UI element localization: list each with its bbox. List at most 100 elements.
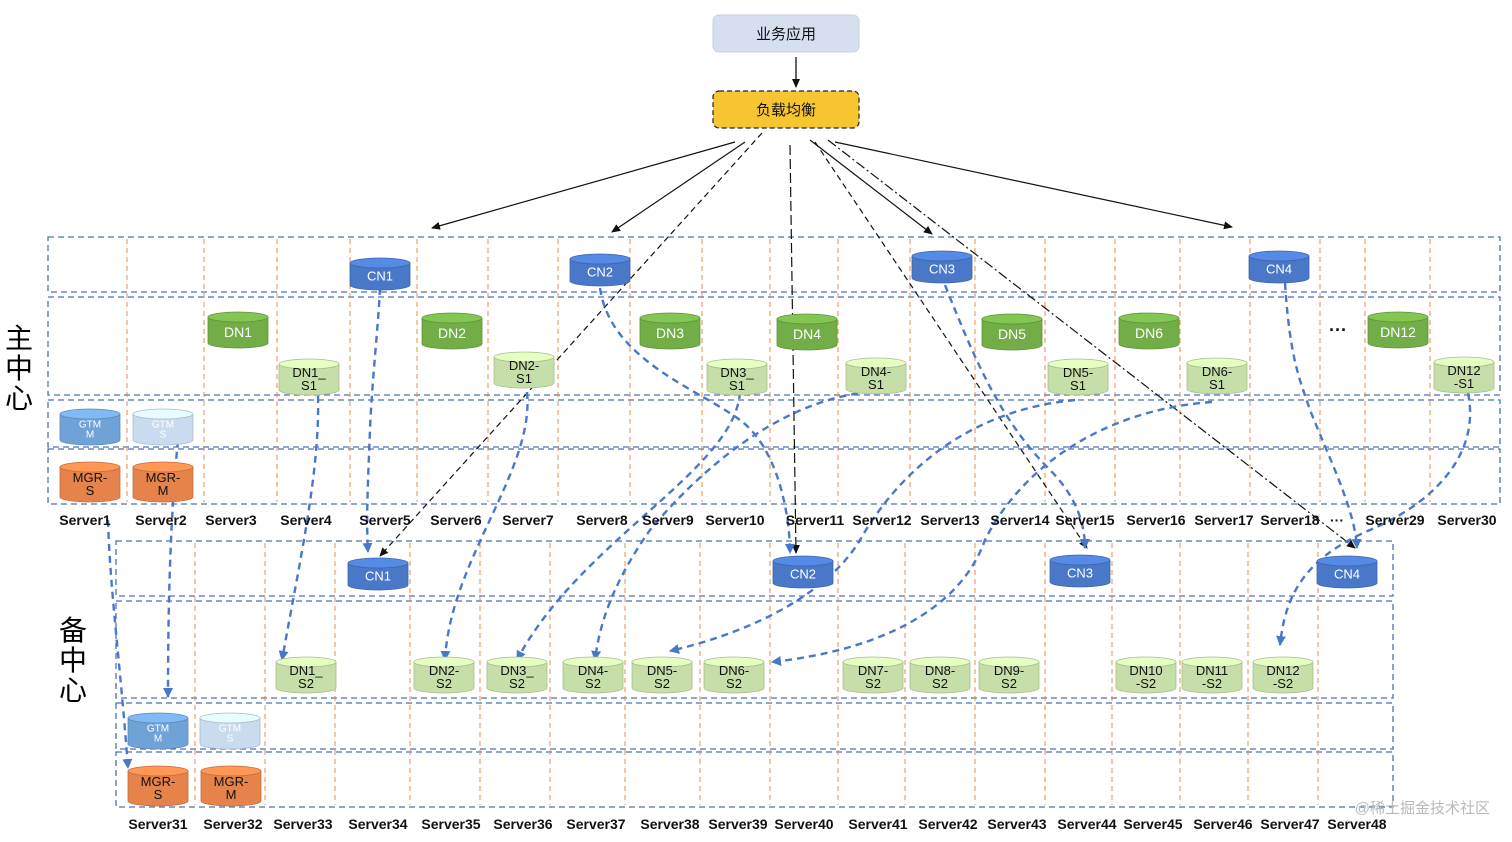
backup-server-label-11: Server41 — [848, 816, 907, 832]
backup-server-label-3: Server33 — [273, 816, 332, 832]
main-cn-2-top — [569, 253, 631, 265]
lb-arrow-3 — [379, 132, 763, 557]
backup-cn-3-top — [1049, 554, 1111, 566]
main-dn-1-label: DN1 — [224, 324, 252, 340]
main-dn-1-top — [207, 311, 269, 323]
backup-server-label-7: Server37 — [566, 816, 625, 832]
main-dn-s1-6-top — [1186, 357, 1248, 369]
load-balancer-label: 负载均衡 — [756, 102, 816, 119]
main-cn-1: CN1 — [349, 257, 411, 291]
main-server-label-17: Server17 — [1194, 512, 1253, 528]
backup-server-label-13: Server43 — [987, 816, 1046, 832]
main-mgr-s-top — [59, 461, 121, 473]
main-dn-3: DN3 — [639, 312, 701, 350]
backup-mgr-zone — [115, 751, 1394, 808]
main-server-label-21: Server30 — [1437, 512, 1496, 528]
replication-curve-6 — [591, 390, 871, 661]
backup-server-label-1: Server31 — [128, 816, 187, 832]
main-dn-3-top — [639, 312, 701, 324]
backup-dn-s2-7-label: DN7-S2 — [858, 663, 888, 691]
backup-dn-s2-5-label: DN5-S2 — [647, 663, 677, 691]
backup-server-label-5: Server35 — [421, 816, 480, 832]
watermark: @稀土掘金技术社区 — [1355, 800, 1490, 817]
main-dn-7-top — [1367, 311, 1429, 323]
backup-dn-s2-8-label: DN8-S2 — [925, 663, 955, 691]
backup-dn-s2-10: DN10-S2 — [1115, 656, 1177, 694]
main-server-label-14: Server14 — [990, 512, 1049, 528]
main-dn-s1-6-label: DN6-S1 — [1202, 364, 1232, 392]
backup-dn-s2-3-top — [486, 656, 548, 668]
main-dn-5-top — [981, 313, 1043, 325]
main-dn-s1-2-top — [493, 351, 555, 363]
main-dn-4: DN4 — [776, 313, 838, 351]
backup-server-label-18: Server48 — [1327, 816, 1386, 832]
replication-curve-2 — [278, 395, 320, 661]
main-server-label-2: Server2 — [135, 512, 187, 528]
backup-server-label-4: Server34 — [348, 816, 407, 832]
backup-dn-s2-1: DN1_S2 — [275, 656, 337, 694]
main-dn-2: DN2 — [421, 312, 483, 350]
replication-curve-3 — [440, 391, 529, 661]
backup-server-label-17: Server47 — [1260, 816, 1319, 832]
replication-curve-11 — [1276, 392, 1472, 646]
main-server-label-10: Server10 — [705, 512, 764, 528]
backup-dn-s2-12-label: DN12-S2 — [1266, 663, 1299, 691]
business-app-label: 业务应用 — [756, 25, 816, 43]
main-server-label-20: Server29 — [1365, 512, 1424, 528]
backup-dn-s2-10-label: DN10-S2 — [1129, 663, 1162, 691]
main-dn-7: DN12 — [1367, 311, 1429, 349]
main-dn-2-label: DN2 — [438, 325, 466, 341]
backup-cn-2-top — [772, 555, 834, 567]
main-server-label-4: Server4 — [280, 512, 332, 528]
backup-mgr-s-label: MGR-S — [141, 774, 176, 802]
main-server-label-5: Server5 — [359, 512, 411, 528]
main-server-label-6: Server6 — [430, 512, 482, 528]
backup-dn-s2-4-label: DN4-S2 — [578, 663, 608, 691]
backup-dn-s2-9-top — [978, 656, 1040, 668]
main-cn-4-top — [1248, 250, 1310, 262]
main-mgr-s: MGR-S — [59, 461, 121, 503]
main-cn-4-label: CN4 — [1266, 262, 1292, 277]
replication-curve-8 — [669, 398, 1076, 654]
main-dn-7-label: DN12 — [1380, 324, 1416, 340]
backup-server-label-2: Server32 — [203, 816, 262, 832]
main-dn-6-top — [1118, 312, 1180, 324]
main-gtm-s-top — [132, 408, 194, 420]
main-cn-3: CN3 — [911, 250, 973, 284]
main-dn-s1-4-label: DN4-S1 — [861, 364, 891, 392]
backup-cn-3: CN3 — [1049, 554, 1111, 588]
main-mgr-s-label: MGR-S — [73, 470, 108, 498]
backup-server-label-12: Server42 — [918, 816, 977, 832]
main-dn-5-label: DN5 — [998, 326, 1026, 342]
backup-cn-1-label: CN1 — [365, 569, 391, 584]
backup-dn-s2-12: DN12-S2 — [1252, 656, 1314, 694]
backup-mgr-m-top — [200, 765, 262, 777]
main-dn-6: DN6 — [1118, 312, 1180, 350]
backup-server-label-16: Server46 — [1193, 816, 1252, 832]
backup-server-label-14: Server44 — [1057, 816, 1116, 832]
main-dn-s1-2-label: DN2-S1 — [509, 358, 539, 386]
backup-dn-s2-2-top — [413, 656, 475, 668]
main-server-label-7: Server7 — [502, 512, 554, 528]
backup-mgr-m: MGR-M — [200, 765, 262, 807]
replication-curve-9 — [771, 400, 1213, 666]
main-cn-1-top — [349, 257, 411, 269]
main-server-label-3: Server3 — [205, 512, 257, 528]
backup-dn-s2-6: DN6-S2 — [703, 656, 765, 694]
backup-dn-s2-1-top — [275, 656, 337, 668]
main-dn-s1-3: DN3_S1 — [706, 358, 768, 396]
main-dn-s1-4-top — [845, 357, 907, 369]
backup-server-label-10: Server40 — [774, 816, 833, 832]
main-dn-s1-1-label: DN1_S1 — [292, 365, 326, 393]
backup-dn-s2-5-top — [631, 656, 693, 668]
main-cn-zone — [47, 236, 1501, 293]
main-server-label-15: Server15 — [1055, 512, 1114, 528]
main-mgr-zone — [47, 448, 1501, 505]
backup-cn-1-top — [347, 557, 409, 569]
main-server-label-12: Server12 — [852, 512, 911, 528]
backup-cn-zone — [115, 540, 1394, 597]
lb-arrow-7 — [827, 139, 1356, 549]
